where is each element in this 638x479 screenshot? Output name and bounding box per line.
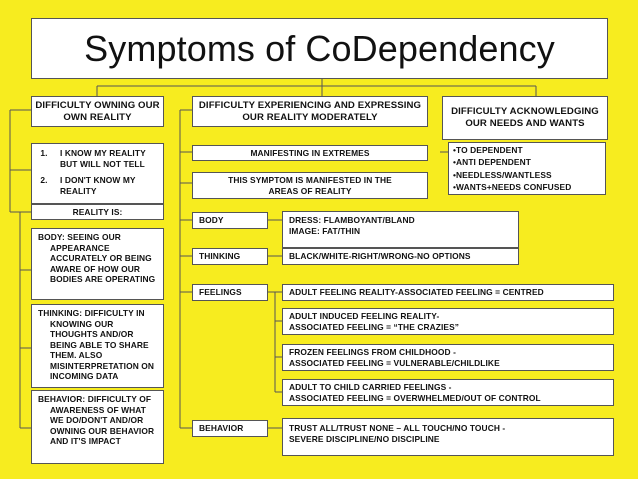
area-body-label: BODY <box>192 212 268 229</box>
area-thinking-label: THINKING <box>192 248 268 265</box>
feelings-detail-frozen: FROZEN FEELINGS FROM CHILDHOOD - ASSOCIA… <box>282 344 614 371</box>
behavior-detail-line2: SEVERE DISCIPLINE/NO DISCIPLINE <box>289 433 440 444</box>
feelings-crazies-line1: ADULT INDUCED FEELING REALITY- <box>289 311 440 321</box>
body-detail-box: DRESS: FLAMBOYANT/BLAND IMAGE: FAT/THIN <box>282 211 519 248</box>
list-item: I DON'T KNOW MY REALITY <box>50 175 163 196</box>
body-reality-text: BODY: SEEING OUR APPEARANCE ACCURATELY O… <box>38 232 156 284</box>
area-feelings-label: FEELINGS <box>192 284 268 301</box>
header-owning-reality: DIFFICULTY OWNING OUR OWN REALITY <box>31 96 164 127</box>
thinking-detail-box: BLACK/WHITE-RIGHT/WRONG-NO OPTIONS <box>282 248 519 265</box>
feelings-frozen-line1: FROZEN FEELINGS FROM CHILDHOOD - <box>289 347 456 357</box>
body-reality-box: BODY: SEEING OUR APPEARANCE ACCURATELY O… <box>31 228 164 300</box>
reality-list-box: I KNOW MY REALITY BUT WILL NOT TELL I DO… <box>31 143 164 204</box>
feelings-detail-carried: ADULT TO CHILD CARRIED FEELINGS - ASSOCI… <box>282 379 614 406</box>
reality-is-box: REALITY IS: <box>31 204 164 220</box>
needs-wants-list: •TO DEPENDENT •ANTI DEPENDENT •NEEDLESS/… <box>448 142 606 195</box>
behavior-reality-text: BEHAVIOR: DIFFICULTY OF AWARENESS OF WHA… <box>38 394 155 446</box>
behavior-reality-box: BEHAVIOR: DIFFICULTY OF AWARENESS OF WHA… <box>31 390 164 464</box>
list-item: •ANTI DEPENDENT <box>453 157 531 168</box>
body-detail-image: IMAGE: FAT/THIN <box>289 225 361 236</box>
area-behavior-label: BEHAVIOR <box>192 420 268 437</box>
header-experiencing-reality: DIFFICULTY EXPERIENCING AND EXPRESSING O… <box>192 96 428 127</box>
page-title: Symptoms of CoDependency <box>31 18 608 79</box>
body-detail-dress: DRESS: FLAMBOYANT/BLAND <box>289 215 415 225</box>
list-item: •TO DEPENDENT <box>453 145 523 155</box>
feelings-crazies-line2: ASSOCIATED FEELING = “THE CRAZIES” <box>289 321 460 332</box>
thinking-reality-text: THINKING: DIFFICULTY IN KNOWING OUR THOU… <box>38 308 155 381</box>
feelings-carried-line1: ADULT TO CHILD CARRIED FEELINGS - <box>289 382 452 392</box>
feelings-detail-crazies: ADULT INDUCED FEELING REALITY- ASSOCIATE… <box>282 308 614 335</box>
feelings-frozen-line2: ASSOCIATED FEELING = VULNERABLE/CHILDLIK… <box>289 357 500 368</box>
thinking-reality-box: THINKING: DIFFICULTY IN KNOWING OUR THOU… <box>31 304 164 388</box>
behavior-detail-line1: TRUST ALL/TRUST NONE – ALL TOUCH/NO TOUC… <box>289 423 506 433</box>
areas-of-reality-box: THIS SYMPTOM IS MANIFESTED IN THE AREAS … <box>192 172 428 199</box>
manifesting-extremes-box: MANIFESTING IN EXTREMES <box>192 145 428 161</box>
header-needs-wants: DIFFICULTY ACKNOWLEDGING OUR NEEDS AND W… <box>442 96 608 140</box>
behavior-detail-box: TRUST ALL/TRUST NONE – ALL TOUCH/NO TOUC… <box>282 418 614 456</box>
list-item: •NEEDLESS/WANTLESS <box>453 169 552 180</box>
list-item: •WANTS+NEEDS CONFUSED <box>453 182 572 193</box>
feelings-carried-line2: ASSOCIATED FEELING = OVERWHELMED/OUT OF … <box>289 392 541 403</box>
feelings-detail-centred: ADULT FEELING REALITY-ASSOCIATED FEELING… <box>282 284 614 301</box>
list-item: I KNOW MY REALITY BUT WILL NOT TELL <box>50 148 163 169</box>
